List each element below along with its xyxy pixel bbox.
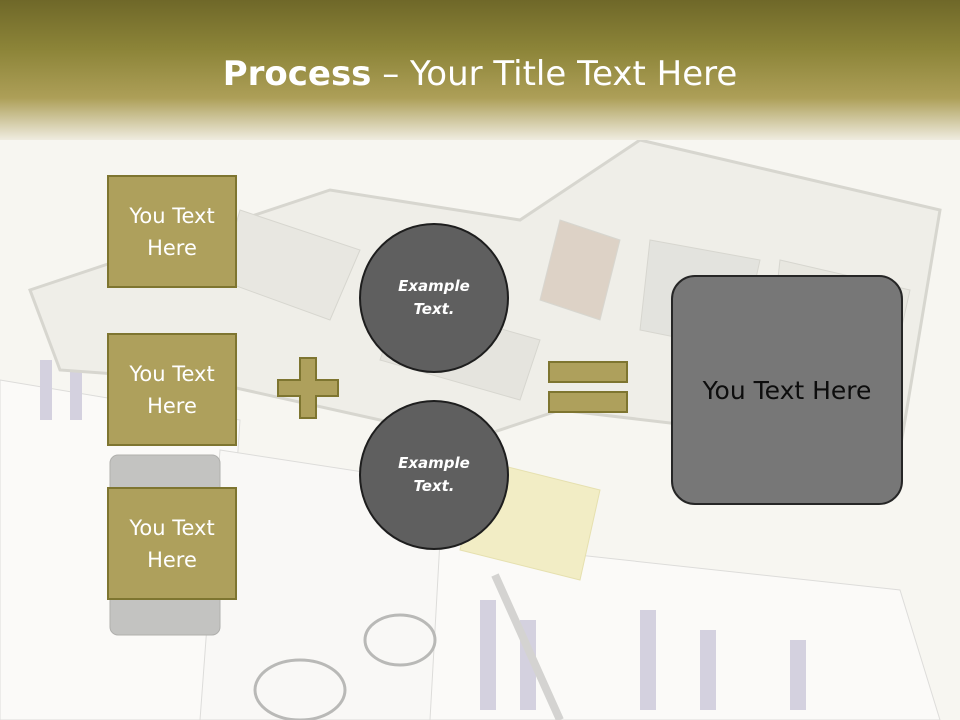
equals-icon: [548, 361, 628, 413]
title-bold: Process: [222, 54, 372, 94]
plus-icon: [277, 357, 339, 419]
text-box-3-label: You Text Here: [129, 515, 215, 572]
example-circle-1-label: Example Text.: [398, 277, 470, 318]
text-box-1: You Text Here: [107, 175, 237, 288]
result-box: You Text Here: [671, 275, 903, 505]
text-box-3: You Text Here: [107, 487, 237, 600]
example-circle-2: Example Text.: [359, 400, 509, 550]
result-box-label: You Text Here: [702, 375, 872, 405]
text-box-1-label: You Text Here: [129, 203, 215, 260]
header-band: [0, 0, 960, 140]
text-box-2: You Text Here: [107, 333, 237, 446]
example-circle-2-label: Example Text.: [398, 454, 470, 495]
example-circle-1: Example Text.: [359, 223, 509, 373]
title-rest: – Your Title Text Here: [371, 54, 738, 94]
text-box-2-label: You Text Here: [129, 361, 215, 418]
page-title: Process – Your Title Text Here: [0, 50, 960, 98]
